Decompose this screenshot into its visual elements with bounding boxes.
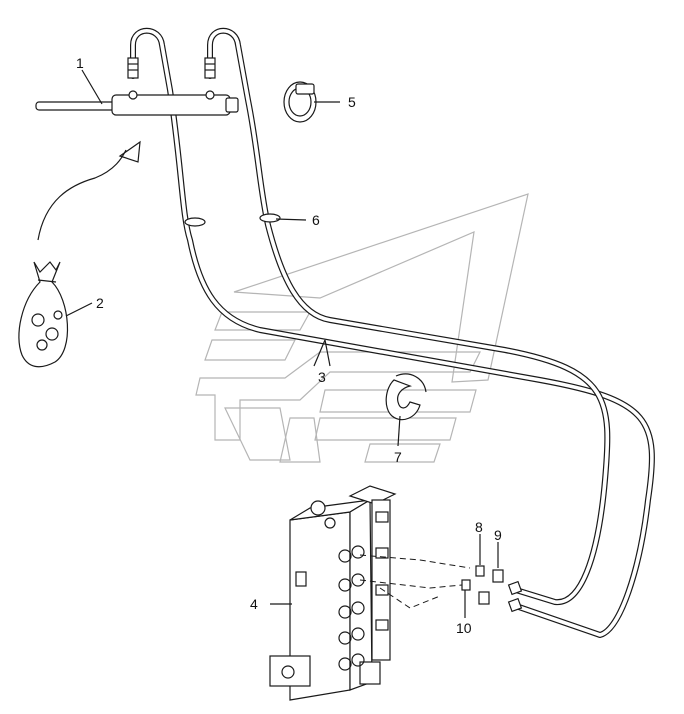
hose-clamp: [283, 81, 317, 123]
assembly-arrow: [37, 140, 141, 241]
callout-4: 4: [250, 596, 258, 612]
callout-labels: 1 2 3 4 5 6 7 8 9 10: [76, 55, 502, 636]
callout-1: 1: [76, 55, 84, 71]
callout-8: 8: [475, 519, 483, 535]
callout-6: 6: [312, 212, 320, 228]
callout-10: 10: [456, 620, 472, 636]
callout-5: 5: [348, 94, 356, 110]
callout-2: 2: [96, 295, 104, 311]
callout-7: 7: [394, 449, 402, 465]
control-valve-block: [269, 485, 397, 701]
assembly-dash-lines: [359, 554, 471, 609]
leader-lines: [65, 69, 499, 618]
hose-clip: [385, 373, 427, 421]
fittings: [461, 565, 504, 605]
hose-grommets: [184, 213, 281, 227]
hydraulic-cylinder: [35, 90, 239, 116]
hydraulic-hoses: [127, 27, 655, 638]
hardware-bag: [18, 261, 68, 368]
callout-3: 3: [318, 369, 326, 385]
callout-9: 9: [494, 527, 502, 543]
